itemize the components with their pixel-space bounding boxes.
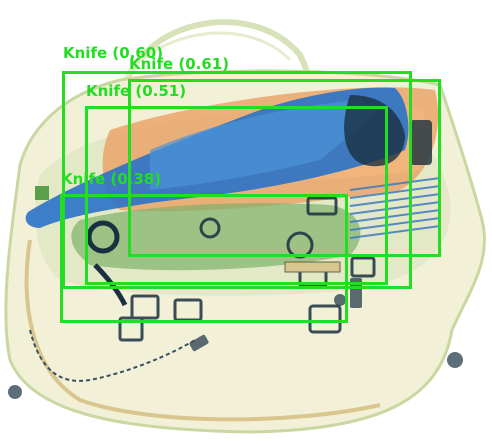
detection-box-4 [60, 194, 348, 323]
detection-box-2 [128, 79, 441, 257]
detection-label-1: Knife (0.60) [63, 44, 164, 62]
detection-box-1 [62, 71, 412, 289]
detection-label-2: Knife (0.61) [129, 55, 230, 73]
detection-label-4: Knife (0.38) [61, 170, 162, 188]
detection-label-3: Knife (0.51) [86, 82, 187, 100]
